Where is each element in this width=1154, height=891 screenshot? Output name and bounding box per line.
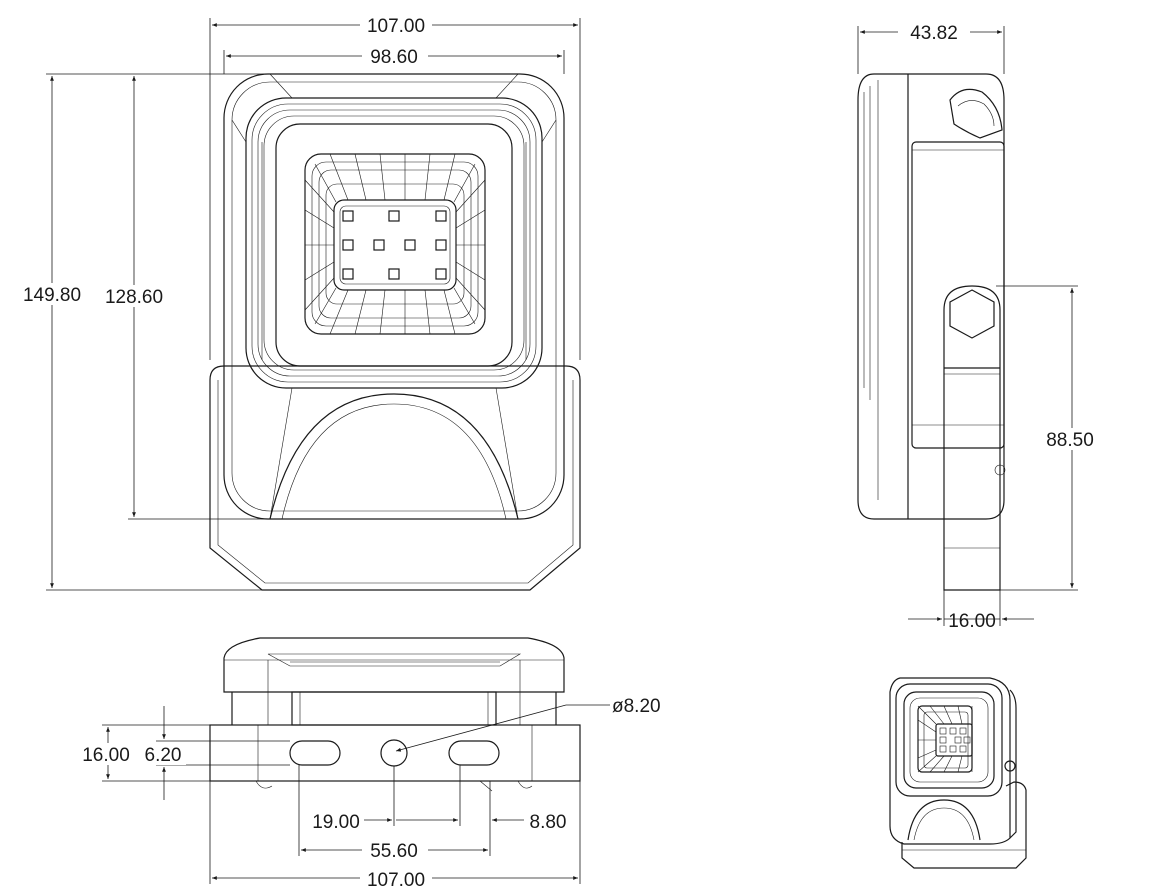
lens-grid-lines — [304, 153, 486, 335]
dim-front-width-outer: 107.00 — [367, 16, 425, 37]
front-dimensions: 107.00 98.60 149.80 128.60 — [16, 12, 581, 591]
dim-front-height-outer: 149.80 — [23, 285, 81, 306]
dim-bottom-slot-height: 6.20 — [145, 745, 182, 766]
bottom-dimensions: ø8.20 16.00 6.20 19.00 8.80 55.60 107.00 — [78, 696, 661, 891]
side-housing — [857, 73, 1005, 520]
dim-front-width-inner: 98.60 — [370, 47, 418, 68]
bottom-view — [209, 637, 581, 792]
front-view — [209, 73, 581, 591]
side-bolt — [949, 289, 995, 339]
bottom-slot-right — [448, 740, 500, 766]
isometric-view — [889, 677, 1027, 869]
bottom-bracket-plate — [209, 724, 581, 782]
dim-front-height-inner: 128.60 — [105, 287, 163, 308]
bottom-center-hole — [380, 739, 408, 767]
dim-side-bracket-height: 88.50 — [1046, 430, 1094, 451]
front-frame — [245, 97, 543, 389]
dim-bottom-hole-diameter: ø8.20 — [612, 696, 661, 717]
bottom-housing — [223, 637, 565, 693]
front-bracket-outline — [209, 365, 581, 591]
side-dimensions: 43.82 88.50 16.00 — [857, 20, 1104, 632]
dim-bottom-bracket-height: 16.00 — [82, 745, 130, 766]
dim-bottom-width: 107.00 — [367, 870, 425, 891]
side-view — [857, 73, 1006, 591]
led-chips — [342, 210, 447, 280]
dim-bottom-slot-center: 19.00 — [312, 812, 360, 833]
dim-bottom-slot-edge: 8.80 — [530, 812, 567, 833]
bottom-slot-left — [289, 740, 341, 766]
bottom-center-block — [291, 691, 497, 726]
front-lens — [304, 153, 486, 335]
dim-bottom-slot-span: 55.60 — [370, 841, 418, 862]
dim-side-bracket-width: 16.00 — [948, 611, 996, 632]
side-handle — [949, 88, 1003, 139]
dim-side-depth: 43.82 — [910, 23, 958, 44]
side-bracket — [943, 285, 1001, 591]
front-arch — [269, 393, 519, 520]
front-housing — [223, 73, 565, 520]
